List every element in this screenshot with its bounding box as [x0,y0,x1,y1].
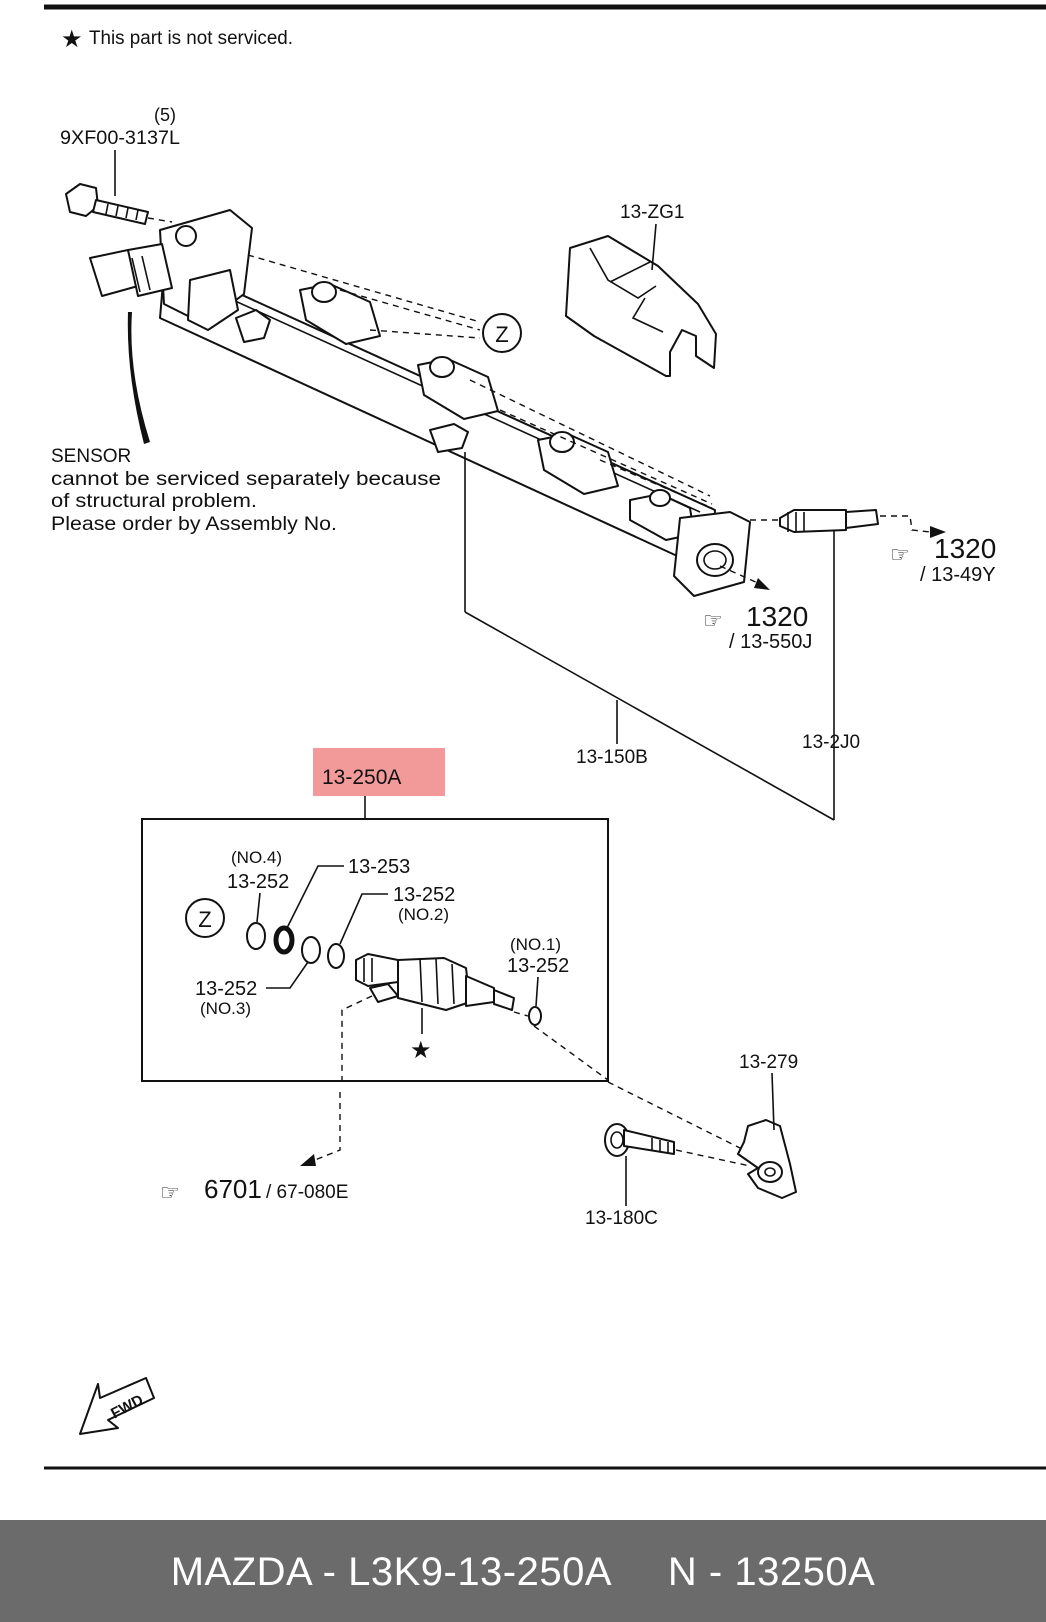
hand-icon: ☞ [703,608,723,633]
oring-no2-note: (NO.2) [398,905,449,924]
oring-no1-label: 13-252 [507,955,569,977]
bolt-13-180c: 13-180C [585,1123,751,1229]
oring-no4 [246,922,266,950]
ref-6701: ☞ 6701 / 67-080E [160,1174,348,1205]
not-serviced-note: ★ This part is not serviced. [61,26,293,53]
rail-label: 13-150B [576,747,648,768]
oring-no3-note: (NO.3) [200,999,251,1018]
star-icon: ★ [61,26,83,53]
svg-text:1320: 1320 [746,601,808,632]
hand-icon: ☞ [890,542,910,567]
ref-1320-right: ☞ 1320 / 13-49Y [890,533,996,586]
oring-no3 [301,936,321,964]
assembly-leader-lines [464,452,835,821]
sensor-title: SENSOR [51,446,131,467]
bolt-part-label: 9XF00-3137L [60,128,180,149]
injector-assembly-label: 13-250A [322,766,401,789]
sensor-line-3: Please order by Assembly No. [51,514,337,535]
svg-text:/ 13-550J: / 13-550J [729,631,812,653]
oring-no4-note: (NO.4) [231,848,282,867]
fuel-injector: ★ [355,953,529,1064]
injector-ref-dashes [300,995,745,1166]
not-serviced-star-icon: ★ [410,1037,432,1064]
svg-text:Z: Z [495,322,508,347]
o-rings [246,922,542,1026]
injector-kit-box [141,818,609,1082]
bolt-9xf00 [65,183,173,225]
fuel-rail [159,209,751,597]
highlight-box [313,748,445,796]
sensor-line-2: of structural problem. [51,491,257,512]
part-number-footer: MAZDA - L3K9-13-250A N - 13250A [0,1520,1046,1622]
ref-z-box: Z [185,898,225,938]
seal-253-label: 13-253 [348,856,410,878]
svg-text:1320: 1320 [934,533,996,564]
bolt-qty-label: (5) [154,105,176,125]
svg-text:/ 13-49Y: / 13-49Y [920,564,996,586]
bracket-bolt-label: 13-180C [585,1208,658,1229]
connector-13-2j0 [750,509,946,538]
not-serviced-text: This part is not serviced. [89,28,293,49]
bracket-label: 13-279 [739,1052,798,1073]
bracket-13-279: 13-279 [737,1052,798,1199]
svg-text:Z: Z [198,907,211,932]
part-number-text: MAZDA - L3K9-13-250A N - 13250A [170,1550,876,1594]
oring-no1 [528,1006,542,1026]
connector-label: 13-2J0 [802,732,860,753]
svg-text:/ 67-080E: / 67-080E [266,1182,348,1203]
oring-no2-label: 13-252 [393,884,455,906]
sensor-note: SENSOR cannot be serviced separately bec… [51,446,441,535]
injector-assembly-highlight: 13-250A [313,748,445,819]
ref-1320-mid: ☞ 1320 / 13-550J [703,565,812,653]
cover-label: 13-ZG1 [620,202,684,223]
sensor-line-1: cannot be serviced separately because [51,469,441,490]
hand-icon: ☞ [160,1180,180,1205]
oring-no4-label: 13-252 [227,871,289,893]
svg-text:6701: 6701 [204,1174,262,1204]
oring-no1-note: (NO.1) [510,935,561,954]
fwd-arrow-icon: FWD [79,1377,155,1435]
ref-z-top: Z [482,313,522,353]
oring-no3-label: 13-252 [195,978,257,1000]
cover-13-zg1: 13-ZG1 [565,202,717,377]
fuel-pressure-sensor [89,243,173,444]
seal-253 [273,925,295,955]
rail-cover-dashes [247,254,713,509]
oring-no2 [327,943,345,969]
